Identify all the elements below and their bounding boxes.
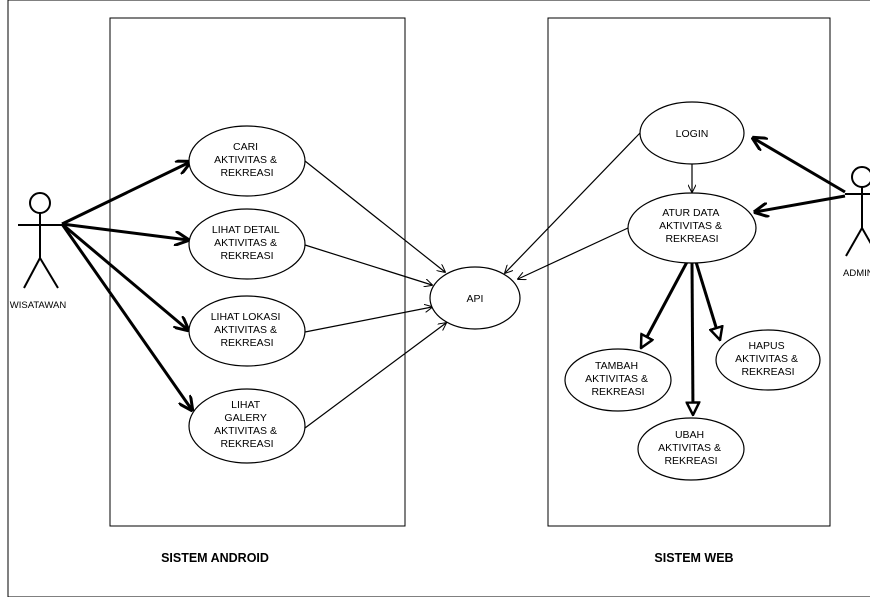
generalization-atur-hapus xyxy=(694,261,720,340)
link-galery-api xyxy=(304,323,446,429)
use-case-api: API xyxy=(429,266,521,330)
use-case-atur-line: REKREASI xyxy=(665,233,718,245)
use-case-tambah-line: REKREASI xyxy=(591,386,644,398)
actor-admin-label: ADMIN xyxy=(843,268,870,279)
use-case-ubah: UBAH AKTIVITAS & REKREASI xyxy=(637,417,745,481)
use-case-galery-line: GALERY xyxy=(224,412,266,424)
use-case-tambah: TAMBAH AKTIVITAS & REKREASI xyxy=(564,348,672,412)
actor-wisatawan-head xyxy=(29,192,51,214)
atur-generalizations xyxy=(639,261,720,415)
association-admin-login xyxy=(753,138,846,194)
use-case-ubah-line: REKREASI xyxy=(664,455,717,467)
diagram-frame xyxy=(7,0,870,597)
actor-wisatawan-label: WISATAWAN xyxy=(10,300,67,311)
association-wisatawan-cari xyxy=(61,162,190,226)
svg-text:UBAH AKTIVITAS & R: UBAH AKTIVITAS & REKREASI xyxy=(658,429,724,467)
use-case-detail-line: AKTIVITAS & xyxy=(214,237,277,249)
use-case-atur-data: ATUR DATA AKTIVITAS & REKREASI xyxy=(627,192,757,264)
svg-text:LIHAT LOKASI AKTIVITAS &: LIHAT LOKASI AKTIVITAS & REKREASI xyxy=(211,311,284,349)
admin-associations xyxy=(753,138,846,212)
use-case-login: LOGIN xyxy=(639,101,745,165)
use-case-tambah-line: AKTIVITAS & xyxy=(585,373,648,385)
use-case-detail-line: LIHAT DETAIL xyxy=(212,224,280,236)
system-web-boundary xyxy=(547,17,831,527)
use-case-atur-line: AKTIVITAS & xyxy=(659,220,722,232)
api-links xyxy=(304,132,692,429)
svg-text:HAPUS AKTIVITAS &: HAPUS AKTIVITAS & REKREASI xyxy=(735,340,801,378)
generalization-atur-ubah xyxy=(692,261,693,415)
use-case-atur-line: ATUR DATA xyxy=(662,207,719,219)
link-atur-api xyxy=(518,227,629,279)
use-case-detail-line: REKREASI xyxy=(220,250,273,262)
svg-text:LIHAT DETAIL AKTIVITAS &: LIHAT DETAIL AKTIVITAS & REKREASI xyxy=(212,224,282,262)
use-case-galery-line: LIHAT xyxy=(231,399,261,411)
use-case-cari-line: CARI xyxy=(233,141,258,153)
use-case-lihat-galery: LIHAT GALERY AKTIVITAS & REKREASI xyxy=(188,388,306,464)
association-admin-atur xyxy=(755,194,846,212)
svg-text:TAMBAH AKTIVITAS &: TAMBAH AKTIVITAS & REKREASI xyxy=(585,360,651,398)
link-lokasi-api xyxy=(304,307,432,333)
use-case-login-label: LOGIN xyxy=(676,128,709,140)
use-case-tambah-line: TAMBAH xyxy=(595,360,638,372)
use-case-hapus-line: REKREASI xyxy=(741,366,794,378)
use-case-api-label: API xyxy=(467,293,484,305)
link-login-api xyxy=(505,132,641,273)
actor-admin-leg-left xyxy=(845,227,863,257)
use-case-lokasi-line: REKREASI xyxy=(220,337,273,349)
use-case-lihat-detail: LIHAT DETAIL AKTIVITAS & REKREASI xyxy=(188,208,306,280)
actor-admin xyxy=(845,166,870,257)
svg-text:ATUR DATA AKTIVITAS &: ATUR DATA AKTIVITAS & REKREASI xyxy=(659,207,725,245)
use-case-lihat-lokasi: LIHAT LOKASI AKTIVITAS & REKREASI xyxy=(188,295,306,367)
use-case-cari-line: REKREASI xyxy=(220,167,273,179)
link-detail-api xyxy=(304,244,432,285)
generalization-atur-tambah xyxy=(639,261,689,348)
actor-wisatawan-leg-right xyxy=(39,257,59,289)
actor-wisatawan-leg-left xyxy=(23,257,41,289)
link-cari-api xyxy=(304,160,445,272)
use-case-lokasi-line: LIHAT LOKASI xyxy=(211,311,281,323)
system-android-boundary xyxy=(109,17,406,527)
system-web-label: SISTEM WEB xyxy=(654,551,733,565)
actor-admin-head xyxy=(851,166,870,188)
svg-text:CARI AKTIVITAS & R: CARI AKTIVITAS & REKREASI xyxy=(214,141,280,179)
use-case-hapus: HAPUS AKTIVITAS & REKREASI xyxy=(715,329,821,391)
use-case-ubah-line: UBAH xyxy=(675,429,704,441)
svg-text:LIHAT GALERY AKTIV: LIHAT GALERY AKTIVITAS & REKREASI xyxy=(214,399,280,450)
use-case-galery-line: REKREASI xyxy=(220,438,273,450)
association-wisatawan-galery xyxy=(60,223,192,410)
use-case-galery-line: AKTIVITAS & xyxy=(214,425,277,437)
actor-wisatawan xyxy=(18,192,62,289)
system-android-label: SISTEM ANDROID xyxy=(161,551,269,565)
use-case-lokasi-line: AKTIVITAS & xyxy=(214,324,277,336)
use-case-hapus-line: AKTIVITAS & xyxy=(735,353,798,365)
use-case-cari: CARI AKTIVITAS & REKREASI xyxy=(188,125,306,197)
wisatawan-associations xyxy=(60,162,192,410)
association-wisatawan-detail xyxy=(61,222,188,240)
use-case-hapus-line: HAPUS xyxy=(748,340,784,352)
use-case-ubah-line: AKTIVITAS & xyxy=(658,442,721,454)
use-case-cari-line: AKTIVITAS & xyxy=(214,154,277,166)
actor-admin-leg-right xyxy=(861,227,870,245)
association-wisatawan-lokasi xyxy=(61,222,188,330)
